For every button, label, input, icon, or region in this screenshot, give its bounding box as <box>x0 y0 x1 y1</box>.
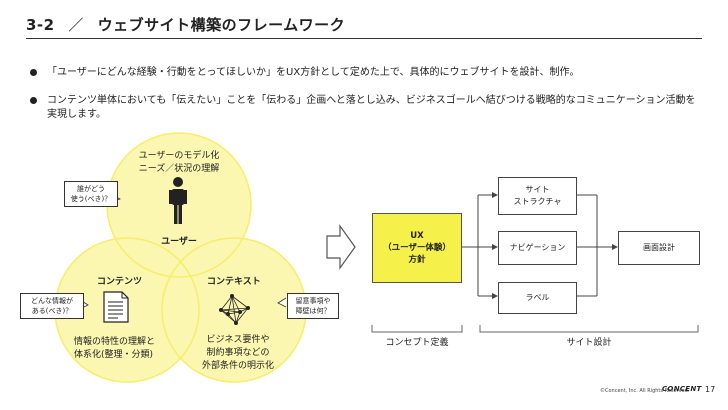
concept-definition-label: コンセプト定義 <box>385 338 449 348</box>
bracket-concept <box>371 325 463 333</box>
context-caption: ビジネス要件や 制約事項などの 外部条件の明示化 <box>201 335 274 371</box>
label-box: ラベル <box>498 282 577 314</box>
person-icon <box>169 177 187 224</box>
contents-caption: 情報の特性の理解と 体系化(整理・分類) <box>74 337 156 360</box>
site-design-label: サイト設計 <box>566 338 612 348</box>
bullet-dot <box>30 97 37 104</box>
flow-connectors <box>461 194 612 297</box>
bullet-text: 「ユーザーにどんな経験・行動をとってほしいか」をUX方針として定めた上で、具体的… <box>47 67 580 78</box>
page-title: 3-2 ／ ウェブサイト構築のフレームワーク <box>26 14 345 35</box>
contents-callout: どんな情報が ある(べき)？ <box>20 293 84 319</box>
callout-pointer-context <box>277 297 287 308</box>
flow-arrowheads <box>492 192 618 299</box>
context-label: コンテキスト <box>207 277 261 287</box>
title-separator: ／ <box>68 16 84 34</box>
site-structure-box: サイト ストラクチャ <box>498 177 577 215</box>
bullet-text: コンテンツ単体においても「伝えたい」ことを「伝わる」企画へと落とし込み、ビジネス… <box>47 95 696 120</box>
user-label: ユーザー <box>161 237 197 247</box>
page-number: 17 <box>705 385 716 394</box>
screen-design-box: 画面設計 <box>618 231 700 265</box>
context-callout: 留意事項や 障壁は何？ <box>287 293 339 319</box>
navigation-box: ナビゲーション <box>498 231 577 265</box>
copyright-text: ©Concent, Inc. All Rights Reserved. <box>600 388 690 394</box>
flow-arrow-icon <box>326 224 356 270</box>
document-icon <box>103 291 129 323</box>
network-icon <box>218 293 250 325</box>
ux-policy-box: UX （ユーザー体験） 方針 <box>372 213 462 283</box>
contents-label: コンテンツ <box>97 277 143 287</box>
title-divider <box>26 38 702 39</box>
user-callout: 誰がどう 使う(べき)？ <box>64 181 118 207</box>
user-caption: ユーザーのモデル化 ニーズ／状況の理解 <box>138 151 220 174</box>
title-text: ウェブサイト構築のフレームワーク <box>97 16 346 34</box>
bullet-dot <box>30 69 37 76</box>
bracket-site <box>479 325 699 333</box>
brand-logo: CONCENT <box>662 385 702 393</box>
section-number: 3-2 <box>26 16 55 34</box>
